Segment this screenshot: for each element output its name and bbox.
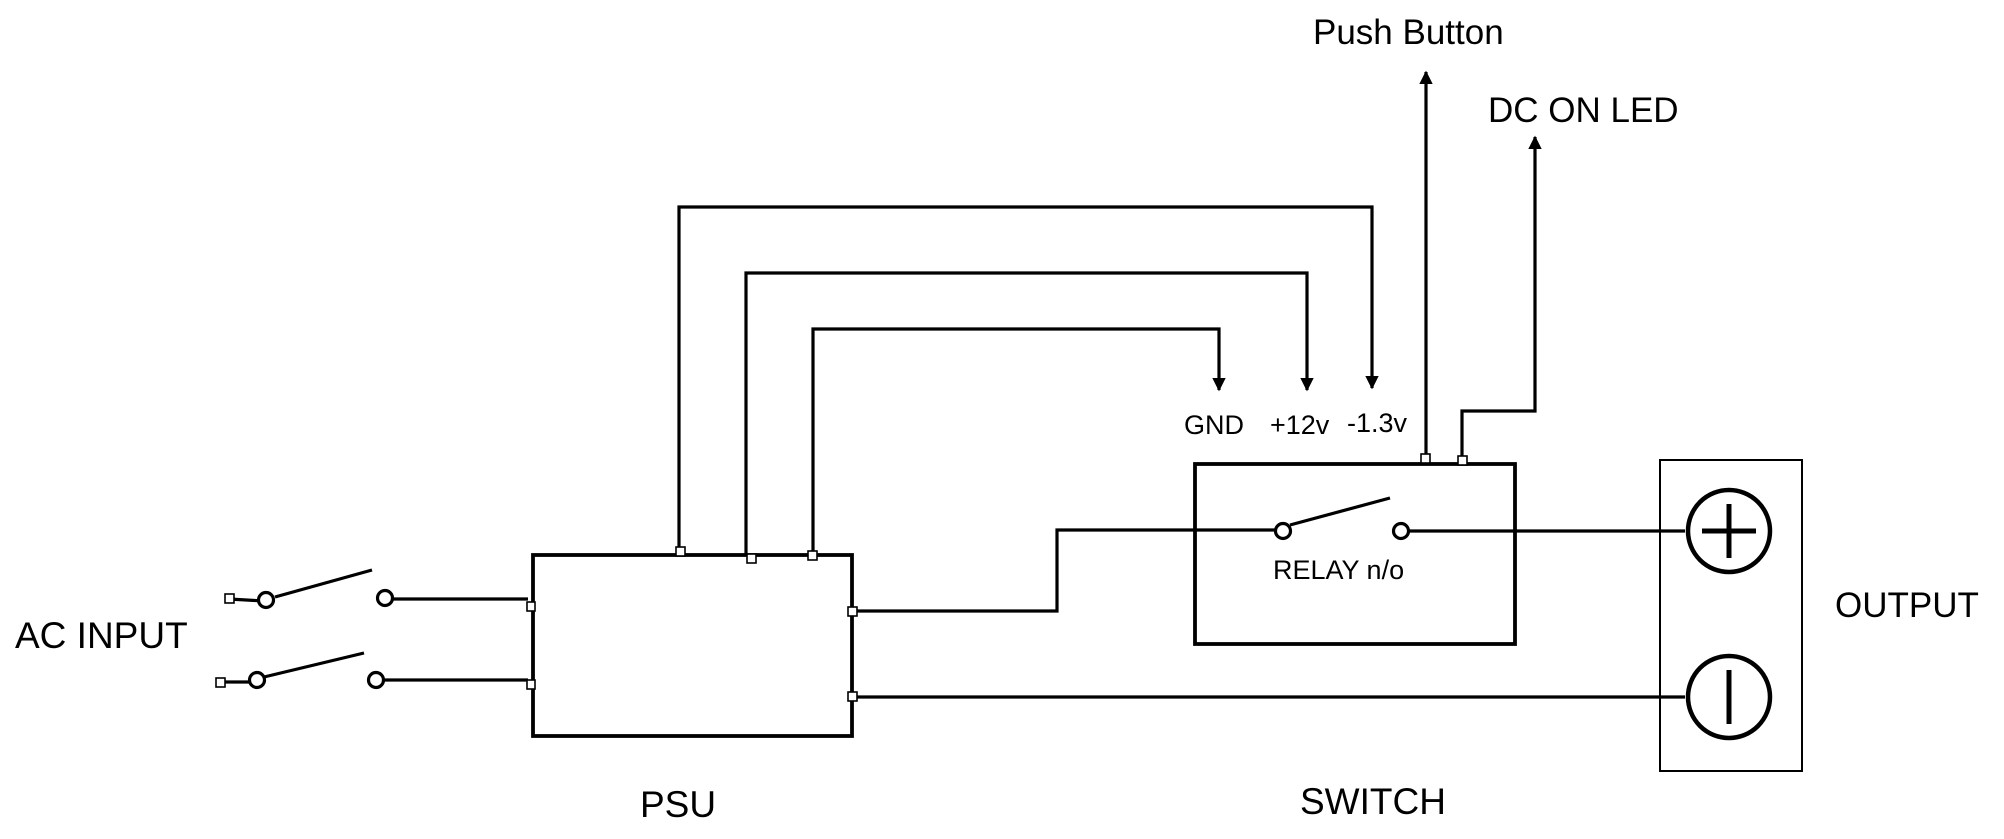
ac-input-terminal-top bbox=[224, 593, 235, 604]
relay-contact bbox=[1391, 521, 1411, 541]
switch-terminal-dc-on-led bbox=[1457, 455, 1468, 466]
plus-icon bbox=[1685, 487, 1773, 575]
ac-input-label: AC INPUT bbox=[15, 615, 188, 656]
output-label: OUTPUT bbox=[1835, 586, 1979, 625]
relay-contact bbox=[1273, 521, 1293, 541]
ac-input-terminal-bottom bbox=[215, 677, 226, 688]
psu-terminal bbox=[746, 553, 757, 564]
switch-contact bbox=[375, 588, 395, 608]
minus-icon bbox=[1685, 653, 1773, 741]
psu-terminal bbox=[847, 691, 858, 702]
wire-psu-to-relay bbox=[852, 528, 1277, 613]
psu-label: PSU bbox=[640, 784, 716, 825]
psu-terminal bbox=[807, 550, 818, 561]
psu-box bbox=[531, 553, 854, 738]
output-block bbox=[1659, 459, 1803, 772]
switch-terminal-push-button bbox=[1420, 453, 1431, 464]
switch-contact bbox=[247, 670, 267, 690]
minus-1-3v-label: -1.3v bbox=[1347, 408, 1408, 438]
relay-label: RELAY n/o bbox=[1273, 555, 1404, 585]
ac-input-switch-top bbox=[224, 568, 528, 610]
switch-contact bbox=[256, 590, 276, 610]
relay-switch bbox=[1273, 496, 1411, 541]
switch-label: SWITCH bbox=[1300, 781, 1446, 822]
switch-box bbox=[1193, 462, 1517, 646]
wire-dc-on-led bbox=[1460, 135, 1542, 458]
wire-gnd bbox=[811, 327, 1226, 555]
push-button-label: Push Button bbox=[1313, 13, 1504, 52]
psu-terminal bbox=[675, 546, 686, 557]
dc-on-led-label: DC ON LED bbox=[1488, 91, 1679, 130]
wire-minus-1-3v bbox=[677, 205, 1379, 555]
psu-terminal bbox=[526, 601, 536, 612]
psu-terminal bbox=[847, 606, 858, 617]
switch-contact bbox=[366, 670, 386, 690]
plus-12v-label: +12v bbox=[1270, 410, 1330, 440]
psu-terminal bbox=[526, 679, 536, 690]
wire-plus-12v bbox=[744, 271, 1314, 555]
ac-input-switch-bottom bbox=[215, 651, 528, 690]
gnd-label: GND bbox=[1184, 410, 1244, 440]
